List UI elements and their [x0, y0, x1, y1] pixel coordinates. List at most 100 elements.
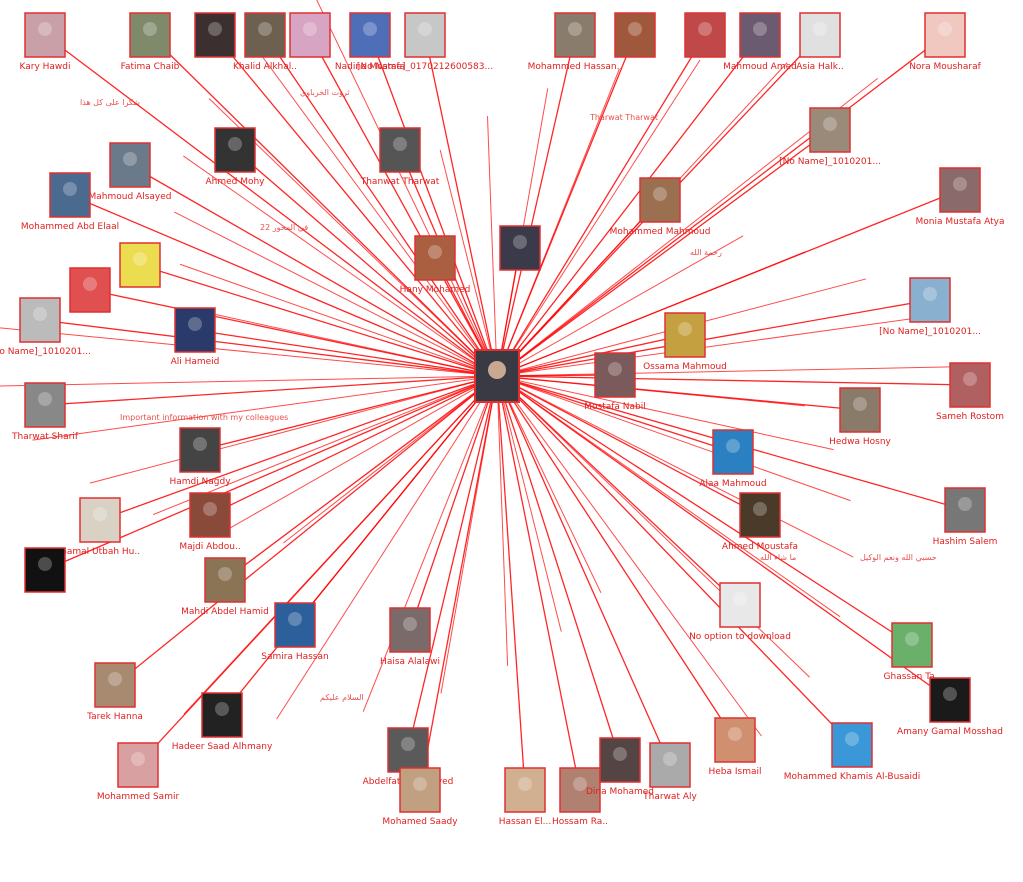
avatar-sea-icon: [909, 277, 951, 323]
graph-node[interactable]: Fatima Chaib: [121, 12, 180, 72]
graph-node[interactable]: Ali Hameid: [171, 307, 220, 367]
edge: [264, 34, 498, 377]
avatar-family-icon: [939, 167, 981, 213]
graph-node[interactable]: [194, 12, 236, 58]
node-label: Khalid Alkhal..: [233, 62, 297, 72]
graph-node[interactable]: Hashim Salem: [933, 487, 998, 547]
graph-node[interactable]: Samira Hassan: [261, 602, 329, 662]
graph-node[interactable]: Hamdi Nagdy: [169, 427, 231, 487]
graph-node[interactable]: [No Name]_0170212600583...: [357, 12, 493, 72]
edge: [496, 34, 761, 377]
graph-node[interactable]: Tarek Hanna: [86, 662, 143, 722]
avatar-head-shape: [953, 177, 967, 191]
graph-node[interactable]: [119, 242, 161, 288]
avatar-head-shape: [733, 592, 747, 606]
graph-node[interactable]: Nora Mousharaf: [909, 12, 982, 72]
graph-node[interactable]: Mohamed Saady: [382, 767, 458, 827]
avatar-head-shape: [363, 22, 377, 36]
edge: [496, 375, 671, 766]
avatar-office-man-icon: [649, 742, 691, 788]
graph-node[interactable]: Majdi Abdou..: [179, 492, 241, 552]
graph-node[interactable]: [No Name]_1010201...: [879, 277, 981, 337]
graph-node[interactable]: Hany Mohamed: [400, 235, 471, 295]
graph-node[interactable]: Mohammed Abd Elaal: [21, 172, 119, 232]
node-label: Hany Mohamed: [400, 285, 471, 295]
graph-node[interactable]: Tharwat Sharif: [11, 382, 79, 442]
avatar-white-icon: [799, 12, 841, 58]
graph-node[interactable]: [No Name]_1010201...: [0, 297, 91, 357]
edge: [199, 375, 498, 451]
edge: [114, 375, 498, 686]
graph-node[interactable]: Ossama Mahmoud: [643, 312, 727, 372]
edge: [496, 68, 620, 377]
graph-node[interactable]: [24, 547, 66, 593]
node-label: Heba Ismail: [708, 767, 761, 777]
graph-node[interactable]: Thanwat Tharwat: [360, 127, 440, 187]
graph-node[interactable]: [499, 225, 541, 271]
graph-node[interactable]: Heba Ismail: [708, 717, 762, 777]
graph-node[interactable]: Hassan El...: [499, 767, 552, 827]
graph-node[interactable]: Monia Mustafa Atya: [916, 167, 1005, 227]
graph-node[interactable]: No option to download: [689, 582, 791, 642]
graph-node[interactable]: [614, 12, 656, 58]
edge: [496, 299, 931, 377]
graph-node[interactable]: Amany Gamal Mosshad: [897, 677, 1003, 737]
graph-node[interactable]: Ahmed Moustafa: [722, 492, 798, 552]
edge: [496, 375, 734, 453]
graph-node[interactable]: Haisa Alalawi: [380, 607, 440, 667]
avatar-head-shape: [418, 22, 432, 36]
avatar-smiling-man-icon: [944, 487, 986, 533]
edge: [44, 34, 498, 377]
graph-node[interactable]: [684, 12, 726, 58]
graph-node[interactable]: Mohammed Hassan..: [528, 12, 623, 72]
graph-node[interactable]: Ghassan Ta..: [884, 622, 941, 682]
edge: [316, 0, 498, 377]
graph-node[interactable]: Hadeer Saad Alhmany: [172, 692, 273, 752]
graph-node[interactable]: Mohammed Samir: [97, 742, 180, 802]
edge: [89, 375, 498, 484]
edge: [496, 375, 834, 451]
text-snippet: السلام عليكم: [320, 693, 364, 702]
edge: [209, 375, 498, 516]
graph-node[interactable]: [69, 267, 111, 313]
text-snippet: Tharwat Tharwat: [589, 113, 658, 122]
graph-node[interactable]: Khalid Alkhal..: [233, 12, 297, 72]
hub-node[interactable]: [474, 349, 520, 403]
edge: [179, 263, 498, 377]
graph-node[interactable]: [No Name]_1010201...: [779, 107, 881, 167]
avatar-head-shape: [905, 632, 919, 646]
graph-node[interactable]: Nadine Mostafa: [335, 12, 405, 72]
graph-node[interactable]: Alaa Mahmoud: [699, 429, 767, 489]
graph-node[interactable]: Sameh Rostom: [936, 362, 1004, 422]
graph-node[interactable]: Ahmed Mohy: [205, 127, 265, 187]
avatar-head-shape: [401, 737, 415, 751]
graph-node[interactable]: Asia Halk..: [796, 12, 844, 72]
avatar-head-shape: [38, 22, 52, 36]
avatar-woman-icon: [739, 12, 781, 58]
graph-node[interactable]: Gamal Utbah Hu..: [60, 497, 140, 557]
avatar-head-shape: [753, 502, 767, 516]
graph-node[interactable]: Mahmoud Alsayed: [89, 142, 172, 202]
edge: [183, 155, 498, 377]
graph-node[interactable]: [289, 12, 331, 58]
graph-node[interactable]: Mohammed Mahmoud: [610, 177, 711, 237]
avatar-red-icon: [684, 12, 726, 58]
graph-node[interactable]: Hossam Ra..: [552, 767, 608, 827]
graph-node[interactable]: Dina Mohamed: [586, 737, 654, 797]
avatar-head-shape: [518, 777, 532, 791]
graph-node[interactable]: Mohammed Khamis Al-Busaidi: [784, 722, 920, 782]
graph-node[interactable]: Mostafa Nabil: [584, 352, 646, 412]
avatar-crowd-icon: [399, 767, 441, 813]
node-label: Haisa Alalawi: [380, 657, 440, 667]
graph-node[interactable]: Kary Hawdi: [19, 12, 71, 72]
avatar-person-icon: [129, 12, 171, 58]
graph-node[interactable]: Hedwa Hosny: [829, 387, 892, 447]
avatar-head-shape: [958, 497, 972, 511]
node-label: Hedwa Hosny: [829, 437, 891, 447]
graph-node[interactable]: Mahdi Abdel Hamid: [181, 557, 269, 617]
edge: [173, 211, 498, 377]
graph-node[interactable]: Mahmoud Amed: [723, 12, 797, 72]
avatar-head-shape: [133, 252, 147, 266]
graph-node[interactable]: Tharwat Aly: [642, 742, 698, 802]
